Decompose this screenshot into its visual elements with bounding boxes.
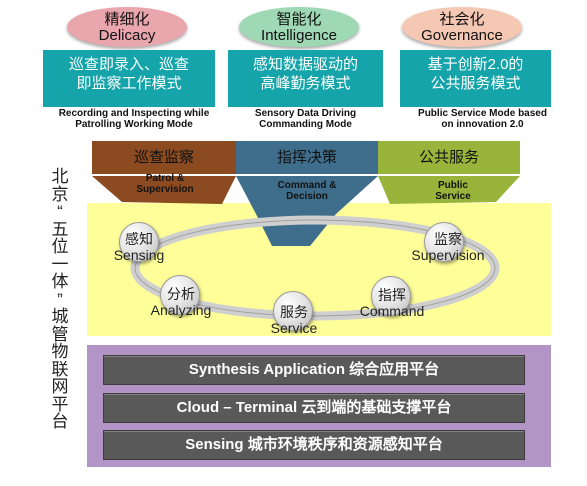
- tab-public: 公共服务: [378, 141, 520, 174]
- command-funnel: [236, 176, 378, 246]
- node-zh: 分析: [167, 286, 195, 302]
- mode-caption-line: Sensory Data Driving: [254, 108, 357, 119]
- side-title-char: 物: [51, 342, 69, 361]
- public-funnel: [378, 176, 520, 204]
- tab-caption-public: Public Service: [398, 180, 508, 202]
- side-title-char: 联: [51, 359, 69, 379]
- supervision-node: [424, 222, 464, 262]
- mode-line1: 巡查即录入、巡查: [68, 56, 189, 73]
- side-title-char: 体: [51, 272, 69, 291]
- tab-caption-patrol: Patrol & Supervision: [110, 173, 220, 195]
- mode-box-patrol: 巡查即录入、巡查 即监察工作模式: [43, 50, 215, 107]
- cloud-terminal-platform-bar: Cloud – Terminal 云到端的基础支撑平台: [103, 393, 525, 423]
- mode-line2: 公共服务模式: [430, 75, 521, 92]
- node-en: Service: [270, 320, 318, 336]
- side-title-char: 网: [51, 377, 69, 396]
- mode-box-sensory: 感知数据驱动的 高峰勤务模式: [228, 50, 383, 107]
- mode-box-public: 基于创新2.0的 公共服务模式: [400, 50, 551, 107]
- mode-caption-line: Commanding Mode: [259, 119, 352, 130]
- node-zh: 指挥: [378, 287, 406, 303]
- tab-caption-line: Service: [435, 191, 471, 202]
- mode-line2: 即监察工作模式: [76, 75, 182, 92]
- side-title-char: 位: [51, 237, 69, 256]
- sensing-node: [119, 222, 159, 262]
- side-title-char: 京: [51, 184, 69, 204]
- mode-line1: 基于创新2.0的: [427, 56, 524, 73]
- side-title-char: 北: [51, 167, 69, 186]
- oval-zh: 精细化: [104, 11, 150, 28]
- node-en: Sensing: [113, 247, 165, 263]
- oval-delicacy: 精细化 Delicacy: [67, 7, 187, 47]
- analyzing-label: 分析 Analyzing: [139, 286, 223, 318]
- oval-zh: 智能化: [276, 11, 322, 28]
- service-node: [273, 291, 313, 331]
- side-title: 北 京 “ 五 位 一 体 ” 城 管 物 联 网 平 台: [48, 168, 72, 431]
- node-en: Command: [359, 303, 425, 319]
- tab-caption-line: Decision: [286, 191, 328, 202]
- mode-line1: 感知数据驱动的: [252, 56, 358, 73]
- tab-caption-line: Public: [437, 180, 468, 191]
- tab-caption-line: Supervision: [136, 184, 194, 195]
- mode-caption-line: on innovation 2.0: [441, 119, 524, 130]
- tab-command: 指挥决策: [236, 141, 378, 174]
- oval-en: Governance: [421, 27, 503, 44]
- node-zh: 监察: [434, 231, 462, 247]
- tab-caption-command: Command & Decision: [252, 180, 362, 202]
- sensing-label: 感知 Sensing: [104, 231, 174, 263]
- supervision-label: 监察 Supervision: [400, 231, 496, 263]
- side-title-char: ”: [57, 289, 63, 309]
- sensing-platform-bar: Sensing 城市环境秩序和资源感知平台: [103, 430, 525, 460]
- node-en: Analyzing: [150, 302, 212, 318]
- tab-caption-line: Command &: [277, 180, 337, 191]
- side-title-char: 一: [51, 254, 69, 274]
- node-zh: 感知: [125, 231, 153, 247]
- side-title-char: 台: [51, 412, 69, 431]
- command-label: 指挥 Command: [352, 287, 432, 319]
- side-title-char: 五: [51, 219, 69, 239]
- mode-caption-line: Patrolling Working Mode: [75, 119, 193, 130]
- oval-zh: 社会化: [439, 11, 485, 28]
- oval-en: Delicacy: [98, 27, 156, 44]
- mode-caption-patrol: Recording and Inspecting while Patrollin…: [36, 108, 232, 130]
- command-node: [371, 276, 411, 316]
- side-title-char: “: [57, 202, 63, 221]
- side-title-char: 城: [51, 307, 69, 326]
- oval-governance: 社会化 Governance: [402, 7, 522, 47]
- analyzing-node: [160, 275, 200, 315]
- oval-intelligence: 智能化 Intelligence: [239, 7, 359, 47]
- node-en: Supervision: [411, 247, 485, 263]
- mode-caption-public: Public Service Mode based on innovation …: [400, 108, 565, 130]
- synthesis-platform-bar: Synthesis Application 综合应用平台: [103, 355, 525, 385]
- mode-caption-sensory: Sensory Data Driving Commanding Mode: [228, 108, 383, 130]
- tab-caption-line: Patrol &: [145, 173, 185, 184]
- mode-line2: 高峰勤务模式: [260, 75, 351, 92]
- patrol-funnel: [92, 176, 236, 204]
- node-zh: 服务: [280, 304, 308, 320]
- side-title-char: 管: [51, 324, 69, 344]
- oval-en: Intelligence: [261, 27, 337, 44]
- mode-caption-line: Public Service Mode based: [418, 108, 547, 119]
- service-label: 服务 Service: [257, 304, 331, 336]
- mode-caption-line: Recording and Inspecting while: [58, 108, 210, 119]
- tab-patrol: 巡查监察: [92, 141, 236, 174]
- side-title-char: 平: [51, 394, 69, 414]
